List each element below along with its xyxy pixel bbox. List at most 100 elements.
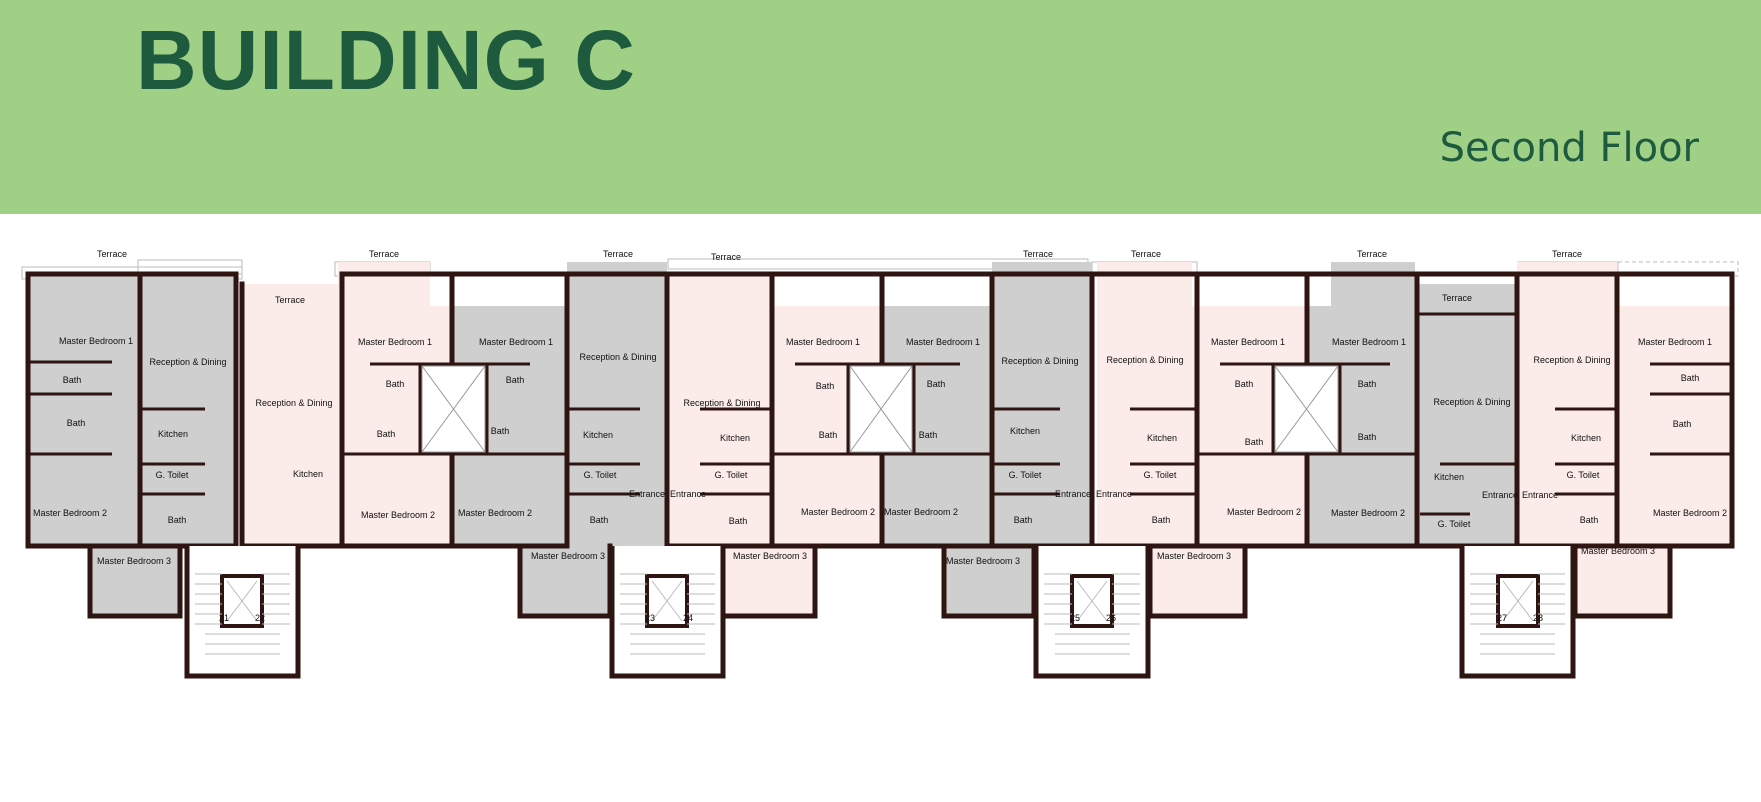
- label-terrace: Terrace: [275, 295, 305, 305]
- label-bath: Bath: [729, 516, 748, 526]
- label-bath: Bath: [63, 375, 82, 385]
- label-terrace: Terrace: [603, 249, 633, 259]
- label-master-bedroom-1: Master Bedroom 1: [1332, 337, 1406, 347]
- label-bath: Bath: [919, 430, 938, 440]
- label-entrance: Entrance: [1055, 489, 1091, 499]
- label-master-bedroom-1: Master Bedroom 1: [59, 336, 133, 346]
- label-terrace: Terrace: [1357, 249, 1387, 259]
- label-reception-dining: Reception & Dining: [1001, 356, 1078, 366]
- label-master-bedroom-2: Master Bedroom 2: [801, 507, 875, 517]
- label-master-bedroom-1: Master Bedroom 1: [358, 337, 432, 347]
- label-master-bedroom-2: Master Bedroom 2: [884, 507, 958, 517]
- label-bath: Bath: [1358, 432, 1377, 442]
- label-master-bedroom-1: Master Bedroom 1: [479, 337, 553, 347]
- label-bath: Bath: [386, 379, 405, 389]
- building-title: BUILDING C: [136, 13, 636, 107]
- label-bath: Bath: [1152, 515, 1171, 525]
- unit-number: 25: [1070, 613, 1080, 623]
- unit-number: 23: [645, 613, 655, 623]
- label-g-toilet: G. Toilet: [584, 470, 617, 480]
- label-entrance: Entrance: [1096, 489, 1132, 499]
- label-bath: Bath: [1235, 379, 1254, 389]
- label-bath: Bath: [816, 381, 835, 391]
- unit-number: 22: [255, 613, 265, 623]
- label-master-bedroom-3: Master Bedroom 3: [733, 551, 807, 561]
- label-master-bedroom-3: Master Bedroom 3: [946, 556, 1020, 566]
- label-bath: Bath: [819, 430, 838, 440]
- label-kitchen: Kitchen: [158, 429, 188, 439]
- label-master-bedroom-2: Master Bedroom 2: [1653, 508, 1727, 518]
- label-bath: Bath: [927, 379, 946, 389]
- label-terrace: Terrace: [1131, 249, 1161, 259]
- label-bath: Bath: [491, 426, 510, 436]
- label-kitchen: Kitchen: [1147, 433, 1177, 443]
- label-terrace: Terrace: [369, 249, 399, 259]
- label-entrance: Entrance: [670, 489, 706, 499]
- label-kitchen: Kitchen: [1010, 426, 1040, 436]
- label-bath: Bath: [1358, 379, 1377, 389]
- label-reception-dining: Reception & Dining: [683, 398, 760, 408]
- lift-voids: [421, 365, 1339, 453]
- label-reception-dining: Reception & Dining: [149, 357, 226, 367]
- label-entrance: Entrance: [629, 489, 665, 499]
- label-bath: Bath: [168, 515, 187, 525]
- unit-number: 21: [219, 613, 229, 623]
- label-bath: Bath: [1014, 515, 1033, 525]
- label-kitchen: Kitchen: [1571, 433, 1601, 443]
- room-labels: Terrace Master Bedroom 1 Bath Bath Maste…: [33, 249, 1727, 566]
- label-kitchen: Kitchen: [583, 430, 613, 440]
- label-g-toilet: G. Toilet: [1009, 470, 1042, 480]
- label-terrace: Terrace: [1023, 249, 1053, 259]
- label-entrance: Entrance: [1482, 490, 1518, 500]
- label-kitchen: Kitchen: [720, 433, 750, 443]
- label-master-bedroom-2: Master Bedroom 2: [1227, 507, 1301, 517]
- label-master-bedroom-3: Master Bedroom 3: [531, 551, 605, 561]
- unit-number: 24: [683, 613, 693, 623]
- header-banner: BUILDING C Second Floor: [0, 0, 1761, 214]
- partitions: [28, 312, 1732, 516]
- floor-subtitle: Second Floor: [1439, 125, 1699, 171]
- label-master-bedroom-1: Master Bedroom 1: [906, 337, 980, 347]
- label-kitchen: Kitchen: [293, 469, 323, 479]
- label-reception-dining: Reception & Dining: [1533, 355, 1610, 365]
- label-terrace: Terrace: [97, 249, 127, 259]
- unit-numbers: 21 22 23 24 25 26 27 28: [219, 613, 1543, 623]
- unit-number: 27: [1497, 613, 1507, 623]
- label-terrace: Terrace: [711, 252, 741, 262]
- label-master-bedroom-2: Master Bedroom 2: [1331, 508, 1405, 518]
- label-master-bedroom-3: Master Bedroom 3: [97, 556, 171, 566]
- stair-cores: [184, 546, 1576, 679]
- floor-plan: Terrace Master Bedroom 1 Bath Bath Maste…: [21, 249, 1739, 679]
- label-terrace: Terrace: [1552, 249, 1582, 259]
- label-reception-dining: Reception & Dining: [579, 352, 656, 362]
- label-master-bedroom-3: Master Bedroom 3: [1157, 551, 1231, 561]
- unit-number: 28: [1533, 613, 1543, 623]
- label-bath: Bath: [1673, 419, 1692, 429]
- label-bath: Bath: [1580, 515, 1599, 525]
- label-bath: Bath: [1245, 437, 1264, 447]
- label-reception-dining: Reception & Dining: [255, 398, 332, 408]
- label-g-toilet: G. Toilet: [715, 470, 748, 480]
- unit-number: 26: [1106, 613, 1116, 623]
- label-bath: Bath: [67, 418, 86, 428]
- label-terrace: Terrace: [1442, 293, 1472, 303]
- label-bath: Bath: [506, 375, 525, 385]
- label-entrance: Entrance: [1522, 490, 1558, 500]
- label-bath: Bath: [377, 429, 396, 439]
- label-g-toilet: G. Toilet: [1144, 470, 1177, 480]
- label-master-bedroom-3: Master Bedroom 3: [1581, 546, 1655, 556]
- label-bath: Bath: [1681, 373, 1700, 383]
- label-master-bedroom-2: Master Bedroom 2: [33, 508, 107, 518]
- label-kitchen: Kitchen: [1434, 472, 1464, 482]
- label-master-bedroom-1: Master Bedroom 1: [786, 337, 860, 347]
- label-bath: Bath: [590, 515, 609, 525]
- label-g-toilet: G. Toilet: [156, 470, 189, 480]
- label-g-toilet: G. Toilet: [1567, 470, 1600, 480]
- label-g-toilet: G. Toilet: [1438, 519, 1471, 529]
- label-master-bedroom-1: Master Bedroom 1: [1211, 337, 1285, 347]
- label-reception-dining: Reception & Dining: [1433, 397, 1510, 407]
- label-master-bedroom-1: Master Bedroom 1: [1638, 337, 1712, 347]
- label-master-bedroom-2: Master Bedroom 2: [458, 508, 532, 518]
- label-master-bedroom-2: Master Bedroom 2: [361, 510, 435, 520]
- label-reception-dining: Reception & Dining: [1106, 355, 1183, 365]
